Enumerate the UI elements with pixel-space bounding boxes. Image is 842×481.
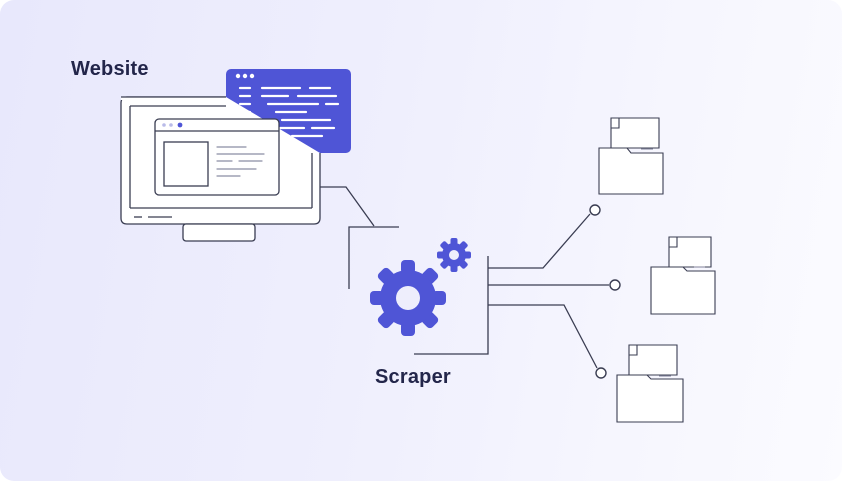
scraper-label: Scraper (375, 366, 451, 388)
output-bracket (414, 256, 489, 355)
connector-endpoints (589, 204, 621, 379)
website-label: Website (71, 58, 149, 80)
folder-document-icon (598, 117, 716, 423)
input-connector (320, 186, 399, 289)
endpoint-3 (595, 367, 607, 379)
gears-icon (370, 238, 471, 336)
browser-window-icon (154, 118, 280, 196)
endpoint-1 (589, 204, 601, 216)
output-connectors (488, 213, 609, 369)
endpoint-2 (609, 279, 621, 291)
